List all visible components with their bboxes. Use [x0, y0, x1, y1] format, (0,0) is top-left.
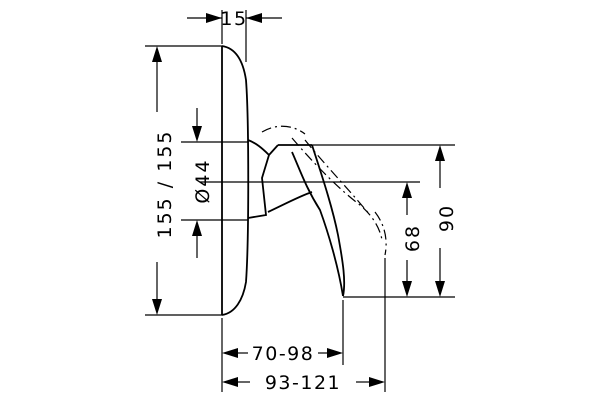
dim-label-93-121: 93-121 [265, 372, 341, 394]
dim-plate-height: 155 / 155 [145, 45, 222, 316]
dim-projection-93-121: 93-121 [222, 258, 386, 394]
dim-label-15: 15 [220, 8, 247, 30]
dim-lever-height-68: 68 [380, 181, 424, 297]
dim-diameter: Ø44 [181, 108, 248, 258]
wall-plate [221, 45, 250, 316]
dim-label-90: 90 [436, 204, 458, 232]
dim-label-68: 68 [402, 224, 424, 252]
dim-lever-height-90: 90 [312, 144, 458, 298]
dim-label-diameter-44: Ø44 [192, 158, 214, 203]
dim-plate-depth: 15 [187, 8, 282, 62]
dim-label-70-98: 70-98 [252, 343, 315, 365]
dim-label-155-155: 155 / 155 [154, 129, 176, 238]
lever-swing-outline [261, 125, 387, 256]
mixer-body [247, 139, 346, 297]
dim-projection-70-98: 70-98 [221, 300, 344, 392]
